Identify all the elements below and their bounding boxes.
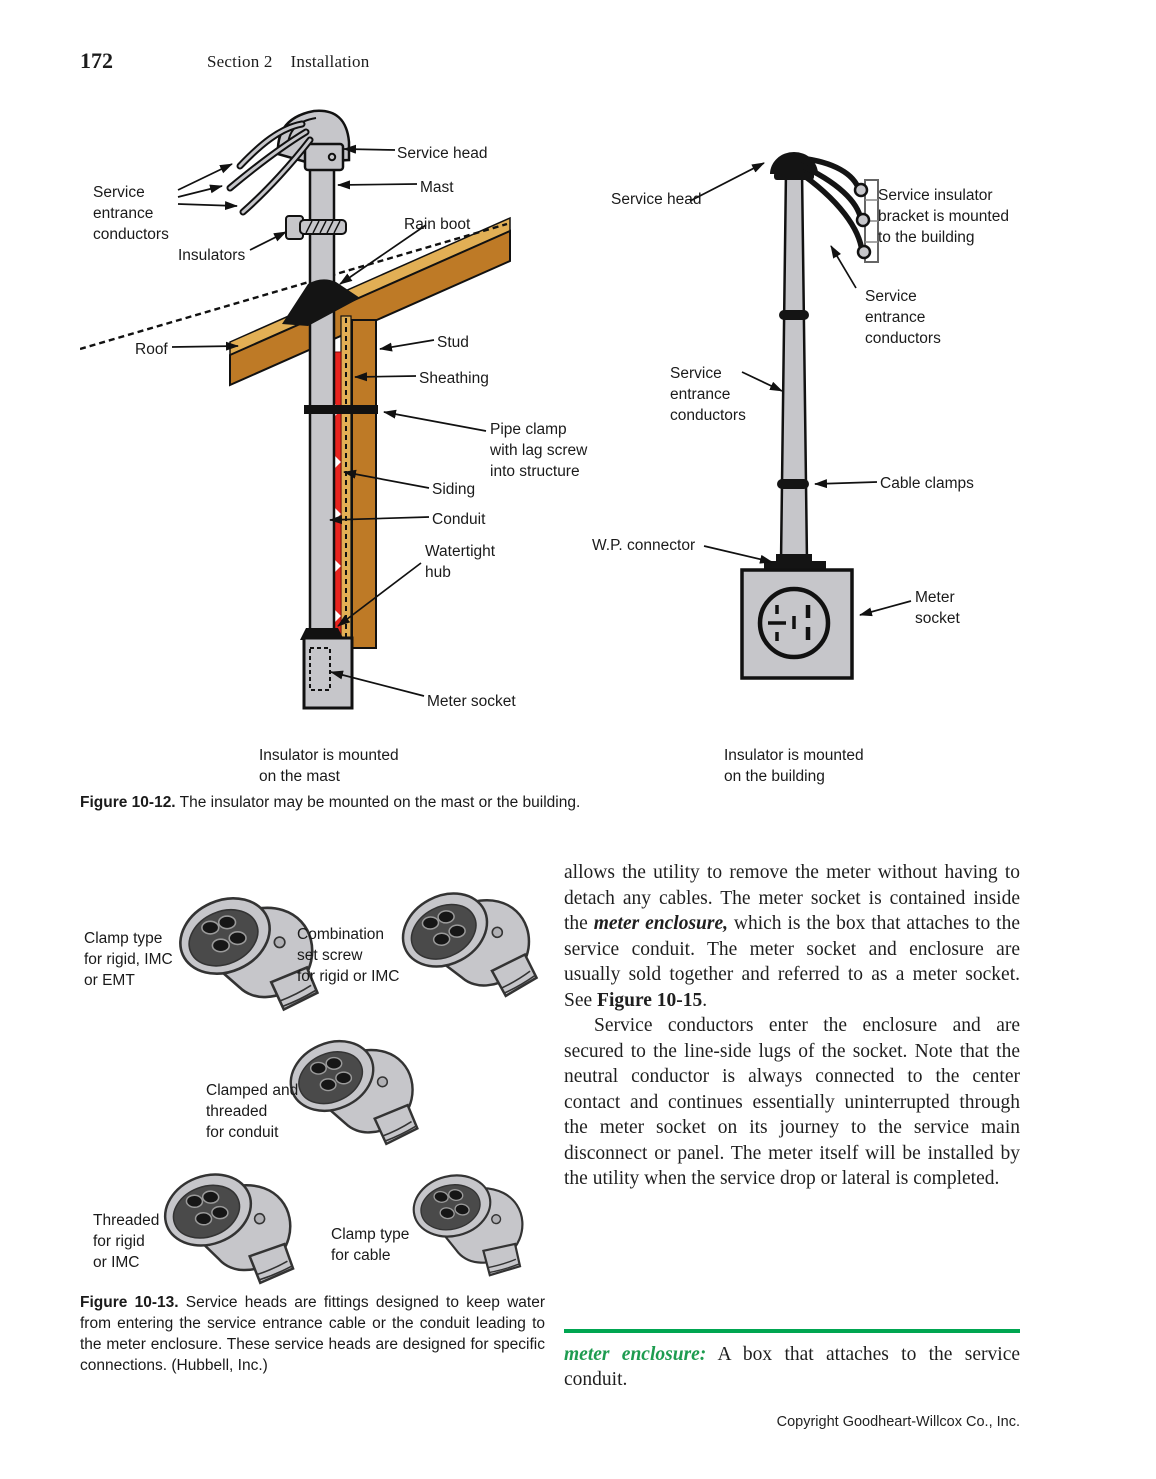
figure-10-12-caption-text: The insulator may be mounted on the mast… [175, 794, 581, 811]
insulator-bracket-shape [853, 179, 879, 263]
label-siding: Siding [432, 481, 476, 498]
label-watertight-hub: Watertight hub [425, 543, 496, 581]
wall-assembly [330, 315, 377, 651]
fitting-clamp-rigid [166, 883, 319, 1011]
label-clamp-cable: Clamp type for cable [331, 1226, 410, 1264]
cable-mast-shape [779, 168, 809, 564]
leader-arrows-right [689, 162, 912, 617]
label-stud: Stud [437, 334, 469, 351]
para1-text-b: which is the box that attaches to the se… [564, 913, 1020, 1011]
label-meter-socket-left: Meter socket [427, 693, 516, 710]
paragraph-2: Service conductors enter the enclosure a… [564, 1015, 1020, 1189]
label-insulator-bracket: Service insulator bracket is mounted to … [878, 187, 1009, 246]
copyright-line: Copyright Goodheart-Willcox Co., Inc. [776, 1414, 1020, 1430]
building-insulator-diagram [689, 152, 912, 680]
label-service-entrance-conductors-left: Service entrance conductors [93, 184, 169, 243]
page-number: 172 [80, 48, 113, 73]
cable-clamp-upper-shape [779, 310, 809, 320]
fitting-threaded-rigid [149, 1157, 300, 1286]
meter-socket-shape [300, 628, 354, 710]
wp-connector-shape [764, 554, 826, 570]
mast-shape [308, 140, 336, 640]
label-conduit: Conduit [432, 511, 486, 528]
stud-shape [351, 319, 377, 649]
label-service-head-right: Service head [611, 191, 702, 208]
label-insulators: Insulators [178, 247, 246, 264]
label-meter-socket-right: Meter socket [915, 589, 960, 627]
para1-text-a: allows the utility to remove the meter w… [564, 862, 1020, 934]
mast-insulator-diagram [80, 109, 511, 710]
leader-arrows [171, 144, 487, 697]
label-threaded-rigid: Threaded for rigid or IMC [93, 1212, 160, 1271]
figure-10-12-caption-lead: Figure 10-12. [80, 794, 176, 811]
label-rain-boot: Rain boot [404, 216, 471, 233]
footnote-insulator-building: Insulator is mounted on the building [724, 747, 864, 785]
section-title: Installation [290, 52, 370, 71]
fitting-clamp-cable [393, 1154, 537, 1282]
figure-10-12-caption: Figure 10-12. The insulator may be mount… [80, 792, 720, 813]
para1-figure-reference: Figure 10-15 [597, 989, 703, 1011]
service-head-dome-shape [770, 152, 818, 180]
label-pipe-clamp: Pipe clamp with lag screw into structure [490, 421, 588, 480]
service-conductors-shape [226, 120, 314, 216]
para1-term-meter-enclosure: meter enclosure, [593, 913, 728, 934]
body-text-column: allows the utility to remove the meter w… [564, 860, 1020, 1192]
figure-10-13-caption: Figure 10-13. Service heads are fittings… [80, 1292, 545, 1376]
label-roof: Roof [135, 341, 168, 358]
definition-text: A box that attaches to the service condu… [564, 1344, 1021, 1390]
running-head: Section 2 Installation [207, 52, 369, 72]
label-wp-connector: W.P. connector [592, 537, 696, 554]
rain-boot-shape [282, 279, 360, 326]
section-label: Section 2 [207, 52, 273, 71]
definition-block: meter enclosure: A box that attaches to … [564, 1342, 1020, 1392]
label-combination-set-screw: Combination set screw for rigid or IMC [297, 926, 400, 985]
label-service-head-left: Service head [397, 145, 488, 162]
para1-text-c: . [702, 989, 708, 1011]
label-sheathing: Sheathing [419, 370, 489, 387]
definition-rule [564, 1329, 1020, 1333]
label-sec-left: Service entrance conductors [670, 365, 746, 424]
figure-10-13-caption-lead: Figure 10-13. [80, 1294, 179, 1311]
label-mast: Mast [420, 179, 454, 196]
label-clamped-threaded: Clamped and threaded for conduit [206, 1082, 299, 1141]
cable-clamp-lower-shape [777, 479, 809, 489]
definition-term: meter enclosure: [564, 1344, 707, 1365]
footnote-insulator-mast: Insulator is mounted on the mast [259, 747, 399, 785]
paragraph-1: allows the utility to remove the meter w… [564, 860, 1020, 1013]
fitting-clamped-threaded [278, 1027, 419, 1146]
meter-socket-box-shape [740, 568, 854, 680]
insulator-clamp-shape [285, 215, 347, 240]
figure-10-13-caption-text: Service heads are fittings designed to k… [80, 1294, 545, 1374]
label-clamp-rigid: Clamp type for rigid, IMC or EMT [84, 930, 173, 989]
label-sec-right: Service entrance conductors [865, 288, 941, 347]
fitting-combination-set-screw [386, 873, 539, 1005]
pipe-clamp-shape [304, 405, 378, 414]
label-cable-clamps: Cable clamps [880, 475, 974, 492]
